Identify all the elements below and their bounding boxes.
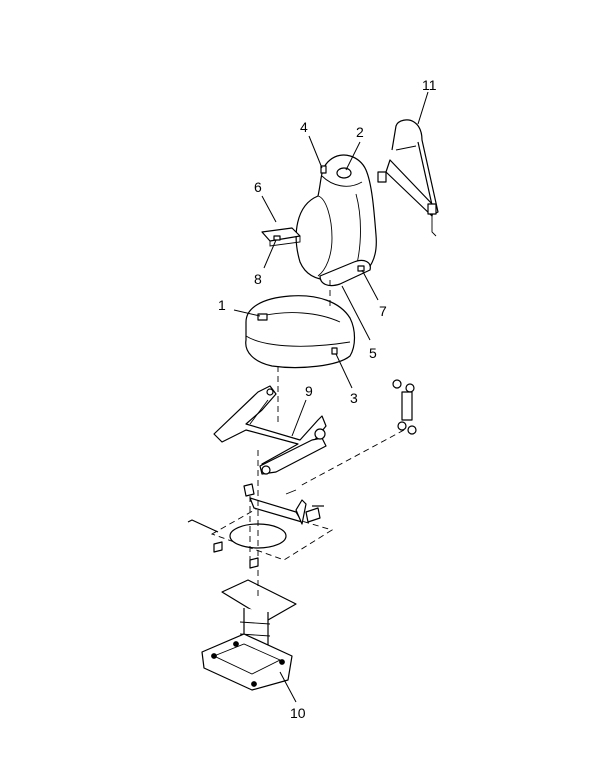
leader-lines [233, 91, 429, 703]
seat-pedestal-base [201, 579, 297, 691]
armrest-right [319, 259, 371, 287]
callout-8: 8 [254, 271, 262, 287]
seat-slide-frame [213, 385, 327, 475]
callout-6: 6 [254, 179, 262, 195]
callout-3: 3 [350, 390, 358, 406]
armrest-left [261, 227, 301, 247]
callout-11: 11 [422, 77, 437, 93]
callout-4: 4 [300, 119, 308, 135]
callout-10: 10 [290, 705, 306, 721]
callout-7: 7 [379, 303, 387, 319]
callout-2: 2 [356, 124, 364, 140]
callout-1: 1 [218, 297, 226, 313]
shock-absorber [392, 379, 417, 435]
callout-5: 5 [369, 345, 377, 361]
callout-9: 9 [305, 383, 313, 399]
assembly-centerlines [249, 280, 405, 600]
seat-cushion [245, 295, 356, 369]
headrest-tag [320, 165, 327, 174]
callout-labels: 1 2 3 4 5 6 7 8 9 10 11 [218, 77, 437, 721]
side-frame [377, 119, 439, 237]
swivel-plate [187, 483, 334, 569]
